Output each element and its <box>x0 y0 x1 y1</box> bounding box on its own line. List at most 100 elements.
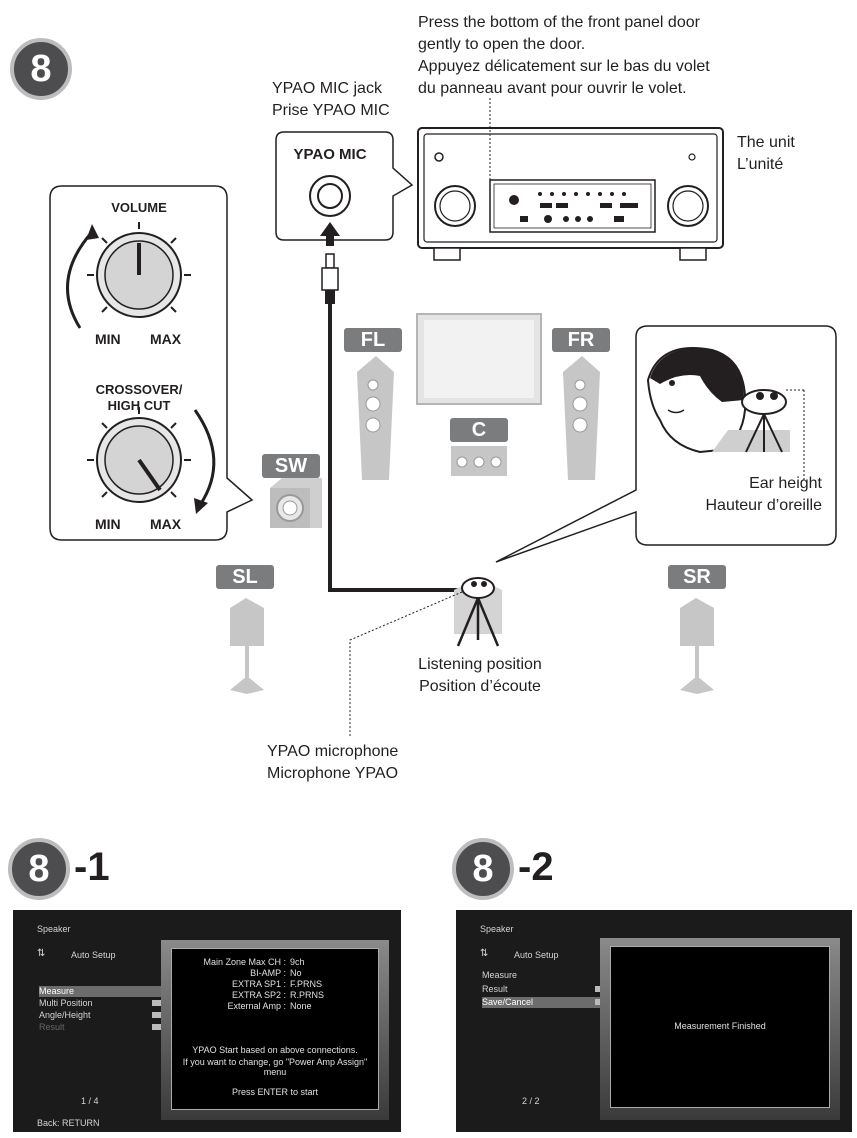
crossover-min-label: MIN <box>95 516 121 532</box>
sl-speaker <box>230 598 264 694</box>
sw-label: SW <box>262 454 320 478</box>
av-receiver <box>417 127 724 261</box>
page-indicator: 1 / 4 <box>81 1096 99 1106</box>
listening-position-en: Listening position <box>418 656 542 673</box>
step-8-1-suffix: -1 <box>74 845 110 889</box>
tv-screen <box>416 313 542 405</box>
connection-panel: Main Zone Max CH : 9ch BI-AMP : No EXTRA… <box>171 948 379 1110</box>
crossover-title-line1: CROSSOVER/ <box>95 382 183 397</box>
measurement-finished-message: Measurement Finished <box>674 1021 766 1031</box>
folder-icon <box>152 1024 161 1030</box>
unit-fr: L’unité <box>737 156 784 173</box>
folder-icon <box>595 999 604 1005</box>
auto-setup-icon: ⇅ <box>480 948 489 959</box>
setting-key: Main Zone Max CH : <box>203 957 286 967</box>
screen-8-2: Speaker ⇅ Auto Setup Measure Result Save… <box>456 910 852 1132</box>
menu-item-save-cancel[interactable]: Save/Cancel <box>482 997 606 1008</box>
screen-mode: Auto Setup <box>71 950 116 960</box>
step-8-1-badge: 8 <box>8 838 70 900</box>
menu-item-label: Measure <box>39 986 75 996</box>
menu-item-angle-height[interactable]: Angle/Height <box>39 1010 163 1021</box>
setting-key: EXTRA SP2 : <box>231 990 286 1000</box>
note-fr-line2: du panneau avant pour ouvrir le volet. <box>418 80 687 97</box>
sl-label: SL <box>216 565 274 589</box>
screen-header: Speaker <box>480 924 514 934</box>
sr-label: SR <box>668 565 726 589</box>
listening-position-label: Listening position Position d’écoute <box>400 654 560 698</box>
message-line2: If you want to change, go "Power Amp Ass… <box>182 1057 368 1067</box>
menu-item-label: Result <box>39 1022 65 1032</box>
ear-height-label: Ear height Hauteur d’oreille <box>688 473 822 517</box>
step-8-badge: 8 <box>10 38 72 100</box>
screen-header: Speaker <box>37 924 71 934</box>
subwoofer <box>270 478 322 528</box>
mic-jack-en: YPAO MIC jack <box>272 80 382 97</box>
menu-item-result[interactable]: Result <box>39 1022 163 1033</box>
step-8-1-number: 8 <box>28 848 50 890</box>
back-hint: Back: RETURN <box>37 1118 100 1128</box>
step-number: 8 <box>30 48 52 90</box>
setup-illustration <box>49 98 837 736</box>
message-line1: YPAO Start based on above connections. <box>192 1045 358 1055</box>
step-8-2-badge: 8 <box>452 838 514 900</box>
sr-speaker <box>680 598 714 694</box>
menu-item-multi-position[interactable]: Multi Position <box>39 998 163 1009</box>
message-line3: menu <box>263 1067 287 1077</box>
screen-8-1: Speaker ⇅ Auto Setup Measure Multi Posit… <box>13 910 401 1132</box>
menu-item-label: Result <box>482 984 508 994</box>
fl-speaker <box>357 356 394 480</box>
ypao-microphone-en: YPAO microphone <box>267 743 399 760</box>
auto-setup-icon: ⇅ <box>37 948 46 959</box>
fr-label: FR <box>552 328 610 352</box>
setting-value: None <box>290 1001 312 1011</box>
menu-item-measure[interactable]: Measure <box>482 970 606 981</box>
unit-label: The unit L’unité <box>737 132 795 176</box>
microphone-leader-line <box>349 591 463 736</box>
unit-en: The unit <box>737 134 795 151</box>
folder-icon <box>152 1012 161 1018</box>
setting-value: 9ch <box>290 957 305 967</box>
note-en-line1: Press the bottom of the front panel door <box>418 14 700 31</box>
listening-position <box>454 577 502 647</box>
setting-key: External Amp : <box>227 1001 286 1011</box>
volume-max-label: MAX <box>150 331 182 347</box>
menu-item-result[interactable]: Result <box>482 984 606 995</box>
volume-min-label: MIN <box>95 331 121 347</box>
ypao-mic-panel-label: YPAO MIC <box>293 146 367 163</box>
folder-icon <box>152 1000 161 1006</box>
fl-label: FL <box>344 328 402 352</box>
menu-item-label: Angle/Height <box>39 1010 91 1020</box>
center-speaker <box>451 446 507 476</box>
page-indicator: 2 / 2 <box>522 1096 540 1106</box>
front-panel-note: Press the bottom of the front panel door… <box>418 12 710 100</box>
mic-cable <box>328 304 472 592</box>
ypao-microphone-fr: Microphone YPAO <box>267 765 399 782</box>
ear-height-callout <box>495 325 837 563</box>
setting-key: BI-AMP : <box>250 968 286 978</box>
screen-mode: Auto Setup <box>514 950 559 960</box>
enter-prompt: Press ENTER to start <box>231 1087 319 1097</box>
mic-jack-label: YPAO MIC jack Prise YPAO MIC <box>272 78 390 122</box>
crossover-max-label: MAX <box>150 516 182 532</box>
ypao-microphone-label: YPAO microphone Microphone YPAO <box>267 741 398 785</box>
setting-value: R.PRNS <box>290 990 325 1000</box>
c-label: C <box>450 418 508 442</box>
menu-item-label: Measure <box>482 970 518 980</box>
setting-value: No <box>290 968 302 978</box>
setting-key: EXTRA SP1 : <box>231 979 286 989</box>
folder-icon <box>595 986 604 992</box>
crossover-title-line2: HIGH CUT <box>107 398 171 413</box>
mic-jack-fr: Prise YPAO MIC <box>272 102 390 119</box>
ear-height-fr: Hauteur d’oreille <box>705 497 822 514</box>
menu-item-measure[interactable]: Measure <box>39 986 163 997</box>
step-8-2-suffix: -2 <box>518 845 554 889</box>
step-8-2-number: 8 <box>472 848 494 890</box>
mic-jack-callout <box>275 131 414 241</box>
ear-height-en: Ear height <box>749 475 822 492</box>
plug-arrow <box>320 222 340 246</box>
volume-title: VOLUME <box>111 200 167 215</box>
subwoofer-knob-callout <box>49 185 254 541</box>
menu-item-label: Multi Position <box>39 998 93 1008</box>
listening-position-fr: Position d’écoute <box>419 678 541 695</box>
result-panel: Measurement Finished <box>610 946 830 1108</box>
